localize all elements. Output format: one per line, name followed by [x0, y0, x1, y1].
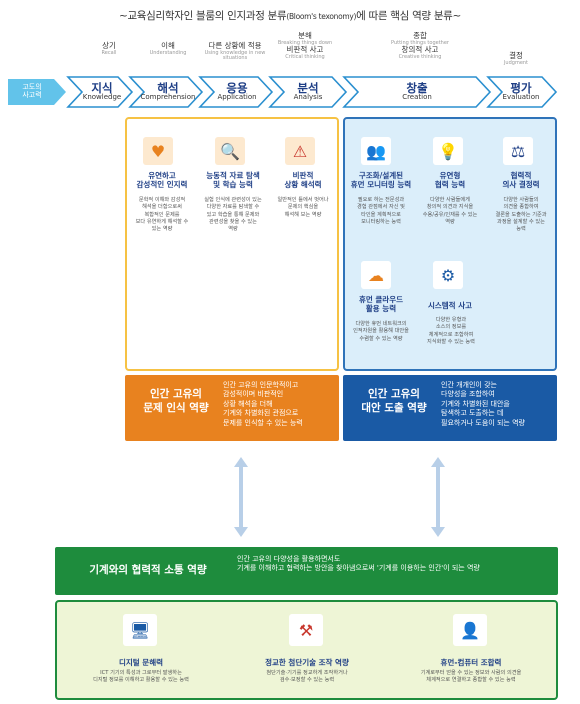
- card-title: 정교한 첨단기술 조작 역량: [265, 658, 349, 667]
- card-title: 능동적 자료 탐색 및 학습 능력: [206, 171, 260, 190]
- card-title: 유연형 협력 능력: [434, 171, 466, 190]
- box-desc: 인간 고유의 다양성을 활용하면서도 기계를 이해하고 협력하는 방안을 찾아냄…: [237, 555, 480, 573]
- card-title: 유연하고 감성적인 인지력: [136, 171, 188, 190]
- alternative-derivation-box: 인간 고유의 대안 도출 역량 인간 개개인이 갖는 다양성을 조합하여 기계와…: [343, 375, 557, 441]
- title-small: (Bloom's texonomy): [286, 12, 357, 21]
- title-tail: 에 따른 핵심 역량 분류~: [356, 10, 462, 22]
- card-title: 휴먼-컴퓨터 조합력: [440, 658, 502, 667]
- card-title: 디지털 문해력: [118, 658, 163, 667]
- card-desc: 일반적인 틀에서 벗어나 문제의 핵심을 해석해 보는 역량: [277, 197, 329, 218]
- card-title: 비판적 상황 해석력: [284, 171, 322, 190]
- machine-collaboration-panel: 🖥 디지털 문해력 ICT 기기의 특성과 그로부터 발생하는 디지털 정보를 …: [55, 600, 558, 700]
- card-desc: 기계로부터 얻을 수 있는 정보와 사람의 의견을 체계적으로 연결하고 종합할…: [420, 670, 522, 684]
- page-title: ~교육심리학자인 블룸의 인지과정 분류(Bloom's texonomy)에 …: [0, 8, 580, 23]
- card-title: 협력적 의사 결정력: [502, 171, 540, 190]
- flexible-thinking-icon: 💡: [433, 137, 463, 165]
- problem-recognition-box: 인간 고유의 문제 인식 역량 인간 고유의 인문학적이고 감성적이며 비판적인…: [125, 375, 339, 441]
- heart-chart-icon: ♥: [143, 137, 173, 165]
- start-arrow-icon: [8, 79, 66, 105]
- search-document-icon: 🔍: [215, 137, 245, 165]
- card-desc: 실험 인식에 관련성이 있는 다양한 자료를 탐색할 수 있고 학습을 통해 문…: [204, 197, 262, 233]
- human-computer-icon: 👤: [453, 614, 487, 646]
- machine-collaboration-box: 기계와의 협력적 소통 역량 인간 고유의 다양성을 활용하면서도 기계를 이해…: [55, 547, 558, 595]
- double-arrow-icon: [431, 457, 445, 537]
- card-title: 시스템적 사고: [427, 301, 472, 310]
- card-desc: ICT 기기의 특성과 그로부터 발생하는 디지털 정보를 이해하고 활용할 수…: [93, 670, 189, 684]
- card-desc: 첨단기술·기기를 정교하게 조작하거나 검수·보정할 수 있는 능력: [266, 670, 348, 684]
- box-title: 인간 고유의 문제 인식 역량: [143, 388, 209, 415]
- box-title: 기계와의 협력적 소통 역량: [89, 564, 207, 576]
- card-desc: 다양한 사람들의 의견을 종합하여 결론을 도출하는 기준과 과정을 설계할 수…: [495, 197, 547, 233]
- crowd-icon: ☁: [361, 261, 391, 289]
- card-desc: 다양한 휴먼 네트워크의 인적자원을 활용해 대안을 수렴할 수 있는 역량: [353, 321, 409, 342]
- card-desc: 다양한 사람들에게 창의적 의견과 지식을 수용/공유/인재를 수 있는 역량: [422, 197, 478, 225]
- system-icon: ⚙: [433, 261, 463, 289]
- card-desc: 필요로 하는 전문성과 경험 관점에서 자신 및 타인을 계획적으로 모니터링하…: [357, 197, 405, 225]
- title-main: ~교육심리학자인 블룸의 인지과정 분류: [118, 10, 287, 22]
- card-title: 휴먼 클라우드 활용 능력: [358, 295, 403, 314]
- card-title: 구조화/설계된 휴먼 모니터링 능력: [350, 171, 412, 190]
- creation-evaluation-panel: 👥 구조화/설계된 휴먼 모니터링 능력 필요로 하는 전문성과 경험 관점에서…: [343, 117, 557, 371]
- monitoring-icon: 👥: [361, 137, 391, 165]
- card-desc: 다양한 유형과 소스의 정보를 체계적으로 조합하여 지식화할 수 있는 능력: [427, 317, 475, 345]
- level-chevrons: [66, 76, 558, 108]
- critical-thinking-icon: ⚠: [285, 137, 315, 165]
- box-desc: 인간 고유의 인문학적이고 감성적이며 비판적인 상황 해석을 더해 기계와 차…: [223, 381, 303, 427]
- comprehension-analysis-panel: ♥ 유연하고 감성적인 인지력 문학적 이해와 감성적 해석을 더함으로써 복합…: [125, 117, 339, 371]
- box-title: 인간 고유의 대안 도출 역량: [361, 388, 427, 415]
- tools-icon: ⚒: [289, 614, 323, 646]
- digital-monitor-icon: 🖥: [123, 614, 157, 646]
- double-arrow-icon: [234, 457, 248, 537]
- box-desc: 인간 개개인이 갖는 다양성을 조합하여 기계와 차별화된 대안을 탐색하고 도…: [441, 381, 525, 427]
- card-desc: 문학적 이해와 감성적 해석을 더함으로써 복합적인 문제를 보다 유연하게 해…: [135, 197, 189, 233]
- decision-icon: ⚖: [503, 137, 533, 165]
